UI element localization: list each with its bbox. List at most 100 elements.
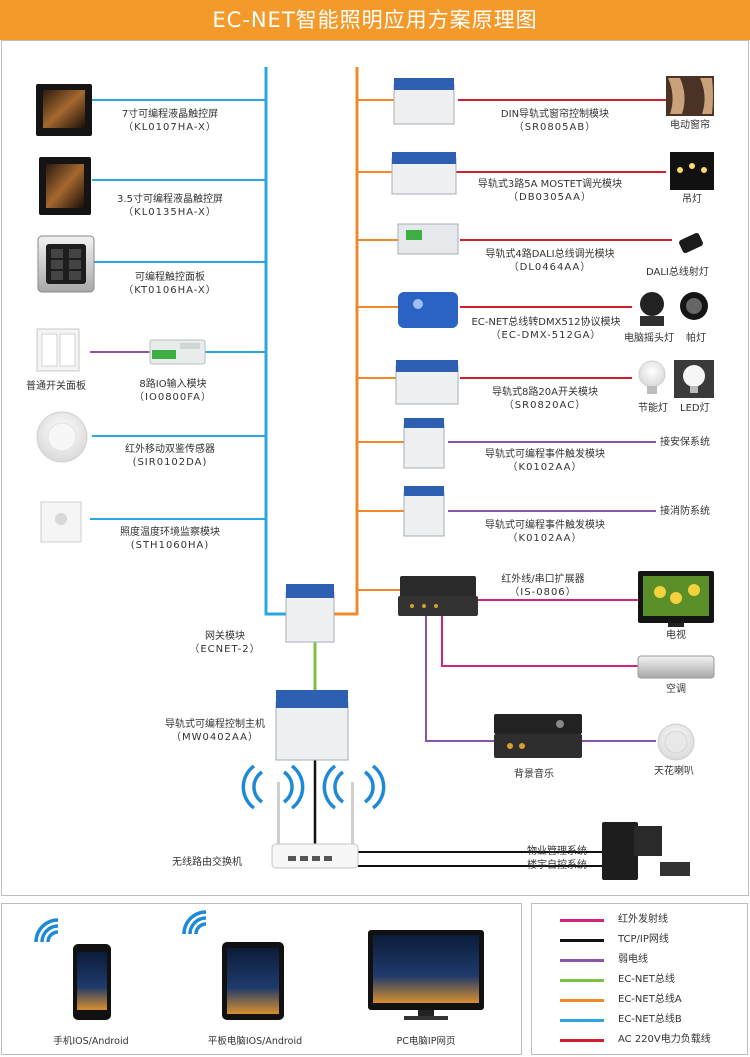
- right-module-2-label: 导轨式3路5A MOSTET调光模块 （DB0305AA）: [455, 178, 645, 204]
- ir-ac: [441, 614, 638, 667]
- module-code: （SR0805AB）: [513, 122, 597, 133]
- phone-icon: [73, 944, 111, 1020]
- right-module-1-label: DIN导轨式窗帘控制模块 （SR0805AB）: [470, 108, 640, 134]
- module-name: 导轨式8路20A开关模块: [492, 387, 598, 398]
- pc-monitor-icon: [368, 930, 484, 1020]
- touch-screen-35-icon: [39, 157, 91, 215]
- left-device-6-label: 照度温度环境监察模块 (STH1060HA): [105, 526, 235, 552]
- legend-swatch: [560, 1039, 604, 1042]
- moving-head-label: 电脑摇头灯: [624, 333, 674, 344]
- tv-icon: [638, 571, 714, 627]
- building-auto-label: 楼宇自控系统: [527, 860, 587, 871]
- module-code: （K0102AA）: [507, 533, 583, 544]
- legend-frame: [531, 903, 748, 1055]
- left-device-5-label: 红外移动双鉴传感器 (SIR0102DA): [105, 443, 235, 469]
- module-name: 导轨式可编程事件触发模块: [485, 449, 605, 460]
- tablet-wifi-icon: [182, 910, 207, 935]
- device-name: 8路IO输入模块: [139, 379, 207, 390]
- bg-music-label: 背景音乐: [514, 769, 554, 780]
- event-module-1-icon: [403, 418, 445, 469]
- legend-swatch: [560, 959, 604, 962]
- property-mgmt-label: 物业管理系统: [527, 846, 587, 857]
- right-module-5-label: 导轨式8路20A开关模块 （SR0820AC）: [465, 386, 625, 412]
- ir-sensor-icon: [36, 411, 88, 463]
- legend-item-ac220: AC 220V电力负载线: [544, 1033, 734, 1047]
- pc-label: PC电脑IP网页: [396, 1036, 456, 1047]
- aircon-icon: [637, 655, 715, 679]
- controller-label: 导轨式可编程控制主机 （MW0402AA）: [150, 718, 280, 744]
- legend-item-ecnet-b: EC-NET总线B: [544, 1013, 734, 1027]
- module-code: （K0102AA）: [507, 462, 583, 473]
- device-code: (SIR0102DA): [132, 457, 208, 468]
- right-module-7-label: 导轨式可编程事件触发模块 （K0102AA）: [460, 519, 630, 545]
- module-code: （ECNET-2）: [189, 644, 261, 655]
- moving-head-icon: [632, 287, 672, 329]
- wires: [90, 67, 672, 867]
- switch-module-icon: [395, 360, 459, 405]
- legend-label: 弱电线: [618, 954, 648, 965]
- curtain-module-icon: [393, 78, 455, 125]
- device-name: 红外移动双鉴传感器: [125, 444, 215, 455]
- ceiling-speaker-label: 天花喇叭: [654, 766, 694, 777]
- switch-panel-label: 普通开关面板: [26, 381, 86, 392]
- left-device-1-label: 7寸可编程液晶触控屏 （KL0107HA-X）: [105, 108, 235, 134]
- touch-panel-icon: [37, 235, 95, 293]
- legend-label: EC-NET总线: [618, 974, 675, 985]
- right-module-6-label: 导轨式可编程事件触发模块 （K0102AA）: [460, 448, 630, 474]
- chandelier-icon: [670, 152, 714, 190]
- right-module-3-label: 导轨式4路DALI总线调光模块 （DL0464AA）: [460, 248, 640, 274]
- weak-bgmusic: [425, 614, 494, 742]
- left-device-3-label: 可编程触控面板 （KT0106HA-X）: [105, 271, 235, 297]
- par-light-icon: [674, 287, 714, 329]
- page-title: EC-NET智能照明应用方案原理图: [212, 8, 538, 32]
- fire-label: 接消防系统: [660, 506, 710, 517]
- io-module-icon: [149, 339, 206, 365]
- router-icon: [271, 782, 359, 869]
- security-label: 接安保系统: [660, 437, 710, 448]
- wifi-right-icon: [322, 764, 386, 810]
- pc-tower-icon: [602, 822, 690, 880]
- eco-lamp-icon: [638, 360, 666, 394]
- legend-label: EC-NET总线A: [618, 994, 682, 1005]
- tv-label: 电视: [666, 630, 686, 641]
- module-code: （SR0820AC）: [503, 400, 587, 411]
- module-name: DIN导轨式窗帘控制模块: [500, 109, 610, 120]
- module-code: （EC-DMX-512GA）: [490, 330, 602, 341]
- legend-label: EC-NET总线B: [618, 1014, 682, 1025]
- controller-icon: [275, 690, 349, 761]
- title-bar: EC-NET智能照明应用方案原理图: [0, 0, 750, 40]
- dali-spot-label: DALI总线射灯: [646, 267, 709, 278]
- event-module-2-icon: [403, 486, 445, 537]
- legend-item-ecnet: EC-NET总线: [544, 973, 734, 987]
- module-code: （IS-0806）: [509, 587, 577, 598]
- device-name: 7寸可编程液晶触控屏: [121, 109, 219, 120]
- module-code: （DB0305AA）: [508, 192, 592, 203]
- ir-expander-icon: [398, 576, 478, 616]
- left-device-2-label: 3.5寸可编程液晶触控屏 （KL0135HA-X）: [100, 193, 240, 219]
- module-name: 导轨式可编程事件触发模块: [485, 520, 605, 531]
- device-name: 3.5寸可编程液晶触控屏: [117, 194, 223, 205]
- chandelier-label: 吊灯: [682, 194, 702, 205]
- led-lamp-icon: [674, 360, 714, 398]
- legend-item-ecnet-a: EC-NET总线A: [544, 993, 734, 1007]
- main-diagram-frame: [1, 40, 749, 896]
- ceiling-speaker-icon: [657, 723, 695, 761]
- device-code: (STH1060HA): [130, 540, 210, 551]
- wifi-left-icon: [241, 764, 305, 810]
- legend-item-tcp: TCP/IP网线: [544, 933, 734, 947]
- gateway-icon: [285, 584, 335, 643]
- module-name: 网关模块: [205, 631, 245, 642]
- ac-label: 空调: [666, 684, 686, 695]
- bottom-devices-frame: [1, 903, 522, 1055]
- legend-item-ir: 红外发射线: [544, 913, 734, 927]
- dali-module-icon: [397, 223, 459, 255]
- dmx-module-icon: [398, 292, 458, 328]
- legend-swatch: [560, 979, 604, 982]
- env-sensor-icon: [40, 501, 82, 543]
- legend-swatch: [560, 1019, 604, 1022]
- legend-item-weak: 弱电线: [544, 953, 734, 967]
- module-name: 导轨式3路5A MOSTET调光模块: [477, 179, 623, 190]
- ir-expander-label: 红外线/串口扩展器 （IS-0806）: [478, 573, 608, 599]
- legend-swatch: [560, 999, 604, 1002]
